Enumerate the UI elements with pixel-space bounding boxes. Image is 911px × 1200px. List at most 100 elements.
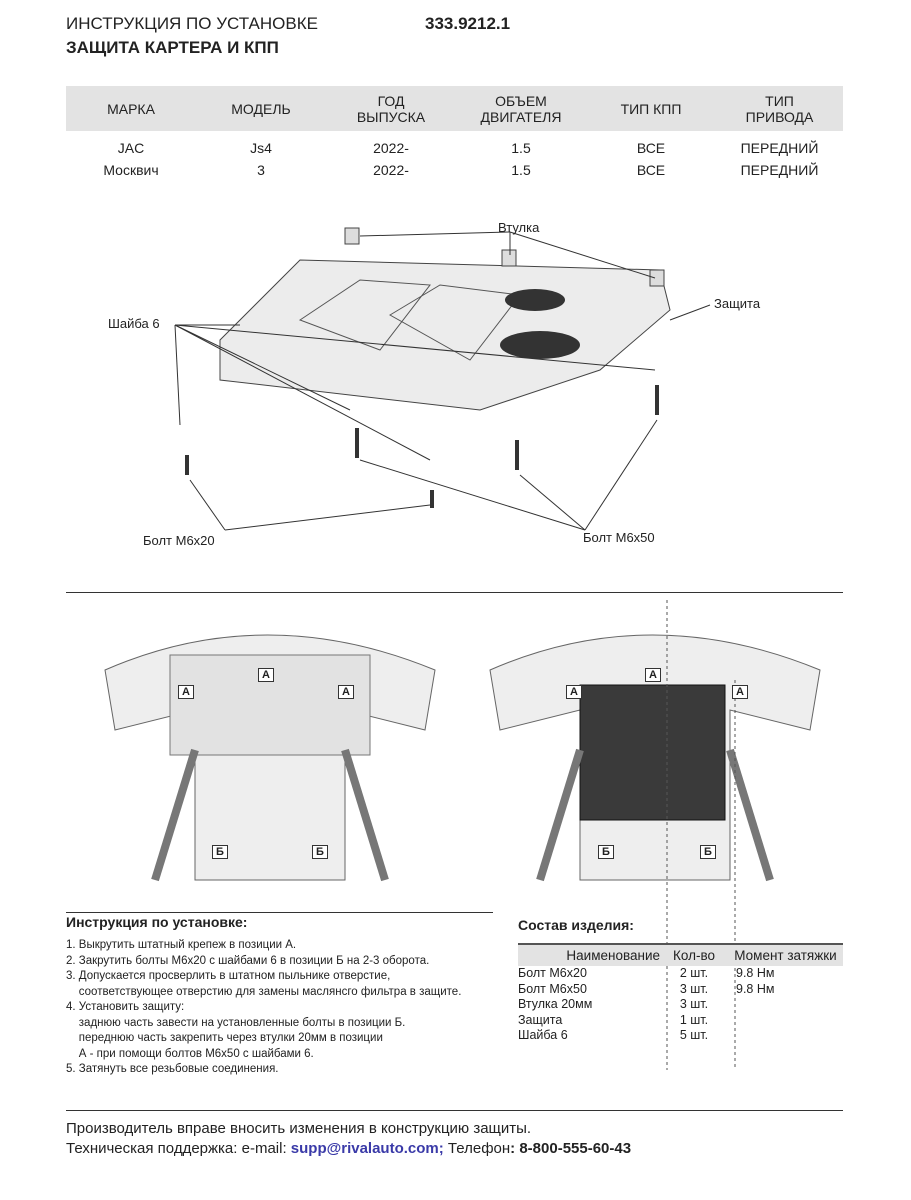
position-b-marker: Б: [212, 845, 228, 859]
composition-cell: 3 шт.: [679, 997, 709, 1011]
support-email-link[interactable]: supp@rivalauto.com;: [290, 1140, 444, 1157]
composition-cell: 1 шт.: [679, 1012, 709, 1027]
instruction-line: 2. Закрутить болты М6х20 с шайбами 6 в п…: [66, 954, 430, 967]
composition-row: Втулка 20мм 3 шт.: [518, 997, 843, 1013]
label-washer: Шайба 6: [108, 316, 160, 331]
composition-row: Болт М6х20 2 шт. 9.8 Нм: [518, 966, 843, 982]
spec-header-cell: МОДЕЛЬ: [196, 101, 326, 117]
leader-lines: [174, 231, 711, 531]
spec-cell: 2022-: [373, 140, 409, 156]
divider: [66, 592, 843, 593]
composition-cell: 5 шт.: [679, 1028, 709, 1042]
composition-title: Состав изделия:: [518, 917, 634, 933]
position-b-marker: Б: [312, 845, 328, 859]
spec-header-text: ГОД: [377, 92, 405, 109]
spec-cell: Москвич: [103, 162, 159, 178]
dashed-guides: [666, 600, 736, 1070]
spec-cell: JAC: [117, 140, 145, 156]
instruction-line: соответствующее отверстию для замены мас…: [66, 985, 462, 998]
composition-row: Защита 1 шт.: [518, 1013, 843, 1029]
exploded-diagram: [174, 227, 711, 531]
footer-disclaimer: Производитель вправе вносить изменения в…: [66, 1120, 532, 1137]
spec-header-text: ТИП: [765, 92, 794, 109]
instruction-line: 1. Выкрутить штатный крепеж в позиции А.: [66, 939, 297, 951]
composition-cell: Шайба 6: [518, 1028, 568, 1042]
composition-table: Наименование Кол-во Момент затяжки Болт …: [518, 943, 843, 1044]
spec-header-cell: МАРКА: [66, 101, 196, 117]
spec-cell: ВСЕ: [636, 140, 666, 156]
col-name: Наименование: [566, 947, 660, 963]
spec-cell: Js4: [250, 140, 272, 156]
spec-cell: ПЕРЕДНИЙ: [740, 162, 819, 178]
composition-cell: Болт М6х50: [518, 981, 587, 996]
label-bolt-m6x50: Болт М6х50: [583, 530, 655, 545]
spec-header-text: ПРИВОДА: [745, 108, 814, 125]
composition-cell: Защита: [518, 1012, 563, 1027]
position-a-marker: А: [338, 685, 354, 699]
position-b-marker: Б: [598, 845, 614, 859]
instruction-line: заднюю часть завести на установленные бо…: [66, 1016, 406, 1029]
footer-support: Техническая поддержка: e-mail: supp@riva…: [66, 1140, 631, 1157]
instruction-line: 4. Установить защиту:: [66, 1001, 185, 1013]
instructions-title: Инструкция по установке:: [66, 914, 248, 930]
spec-cell: ВСЕ: [636, 162, 666, 178]
composition-cell: Болт М6х20: [518, 966, 587, 980]
instruction-line: А - при помощи болтов М6х50 с шайбами 6.: [66, 1047, 314, 1060]
instruction-line: 5. Затянуть все резьбовые соединения.: [66, 1063, 279, 1075]
composition-cell: [728, 1013, 843, 1029]
composition-cell: 9.8 Нм: [736, 981, 775, 996]
shield-plate: [219, 259, 671, 411]
label-shield: Защита: [714, 296, 761, 311]
instruction-line: переднюю часть закрепить через втулки 20…: [66, 1032, 383, 1044]
position-a-marker: А: [258, 668, 274, 682]
col-qty: Кол-во: [673, 947, 715, 963]
instructions-rule: [66, 912, 493, 913]
spec-cell: 3: [257, 162, 265, 178]
composition-cell: 9.8 Нм: [736, 966, 775, 980]
spec-cell: 2022-: [373, 162, 409, 178]
instruction-line: 3. Допускается просверлить в штатном пыл…: [66, 970, 391, 982]
composition-cell: 2 шт.: [679, 966, 709, 980]
position-a-marker: А: [178, 685, 194, 699]
part-number: 333.9212.1: [425, 14, 511, 33]
composition-cell: 3 шт.: [679, 981, 709, 996]
spec-header-text: МАРКА: [107, 100, 155, 117]
composition-row: Шайба 6 5 шт.: [518, 1028, 843, 1044]
spec-header-text: ТИП КПП: [620, 100, 682, 117]
spec-cell: 1.5: [511, 162, 531, 178]
title-line1: ИНСТРУКЦИЯ ПО УСТАНОВКЕ: [66, 14, 318, 33]
footer-rule: [66, 1110, 843, 1111]
phone-number: : 8-800-555-60-43: [510, 1140, 632, 1157]
shield-hole: [500, 331, 580, 359]
spec-header-cell: ТИП КПП: [586, 101, 716, 117]
spec-header-text: МОДЕЛЬ: [231, 100, 291, 117]
col-torque: Момент затяжки: [734, 947, 837, 963]
bushing-icons: [344, 227, 665, 287]
phone-label: Телефон: [443, 1140, 511, 1157]
composition-cell: [728, 1028, 843, 1044]
spec-header-text: ДВИГАТЕЛЯ: [480, 108, 562, 125]
position-b-marker: Б: [700, 845, 716, 859]
position-a-marker: А: [732, 685, 748, 699]
spec-header-text: ВЫПУСКА: [356, 108, 426, 125]
position-a-marker: А: [566, 685, 582, 699]
position-a-marker: А: [645, 668, 661, 682]
label-bolt-m6x20: Болт М6х20: [143, 533, 215, 548]
spec-cell: ПЕРЕДНИЙ: [740, 140, 819, 156]
composition-cell: Втулка 20мм: [518, 997, 593, 1011]
support-label: Техническая поддержка: e-mail:: [66, 1140, 291, 1157]
composition-row: Болт М6х50 3 шт. 9.8 Нм: [518, 982, 843, 998]
instructions-list: 1. Выкрутить штатный крепеж в позиции А.…: [66, 938, 461, 1078]
title-line2: ЗАЩИТА КАРТЕРА И КПП: [66, 38, 279, 57]
spec-cell: 1.5: [511, 140, 531, 156]
bolt-icons: [185, 385, 659, 508]
label-bushing: Втулка: [498, 220, 540, 235]
installed-shield: [579, 684, 726, 821]
spec-header-text: ОБЪЕМ: [495, 92, 547, 109]
